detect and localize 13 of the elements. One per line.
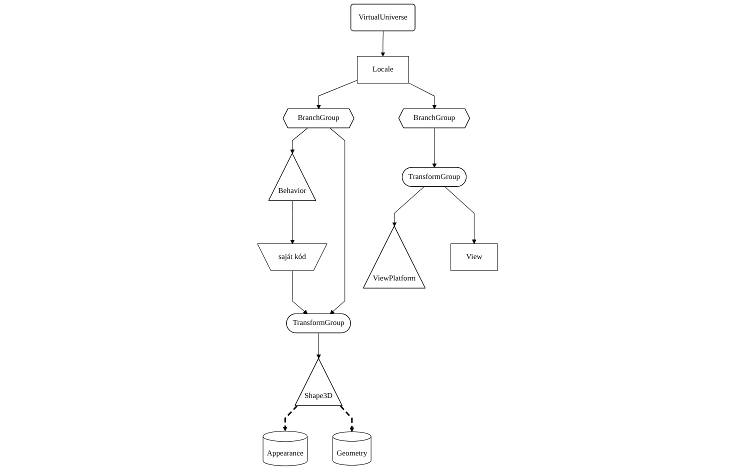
arrow (316, 80, 358, 110)
arrow (290, 128, 308, 154)
arrow (290, 200, 295, 244)
arrow (330, 128, 346, 314)
arrow (340, 405, 354, 432)
arrow (432, 128, 437, 168)
arrow (408, 82, 437, 110)
arrow (444, 186, 476, 244)
arrow (392, 186, 424, 227)
arrow (282, 405, 298, 432)
arrow (316, 332, 321, 359)
arrow (380, 30, 386, 57)
arrow (292, 270, 308, 314)
